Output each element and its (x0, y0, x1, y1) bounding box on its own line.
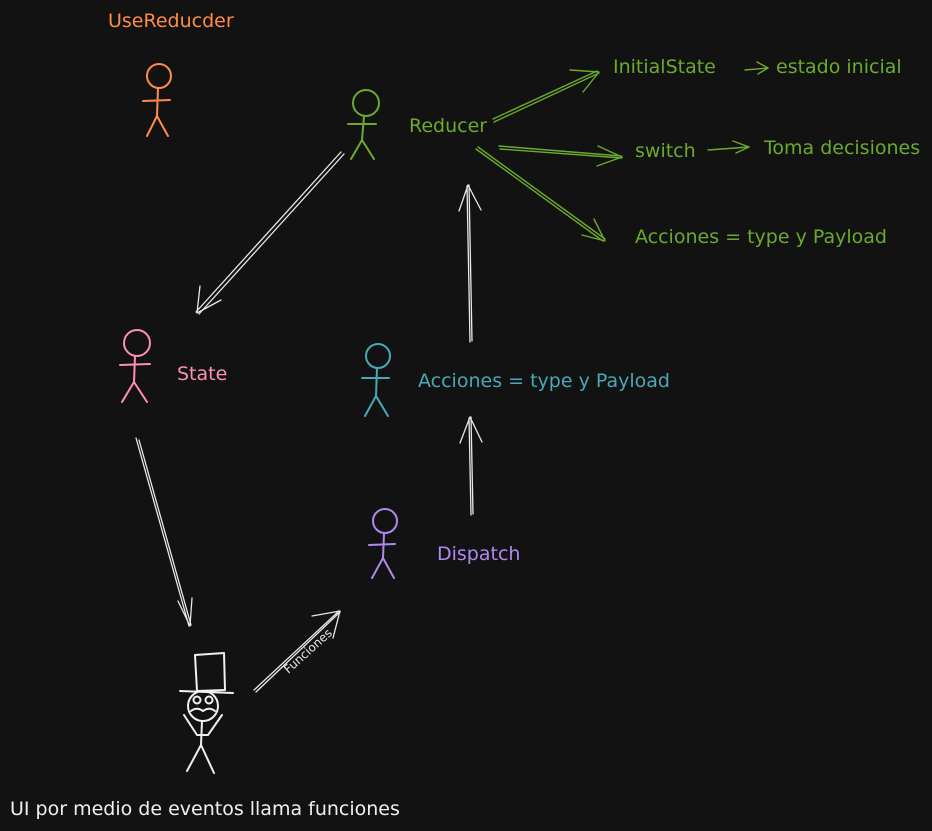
reducer-acciones-label: Acciones = type y Payload (635, 226, 887, 248)
actions-figure (361, 343, 391, 417)
reducer-detail-arrows (475, 61, 769, 242)
initialstate-meaning: estado inicial (776, 56, 902, 78)
dispatch-figure (368, 508, 398, 579)
actions-label: Acciones = type y Payload (418, 370, 670, 392)
initialstate-label: InitialState (613, 56, 716, 78)
arrow-dispatch-to-actions (468, 416, 474, 516)
diagram-title: UseReducder (108, 10, 234, 32)
arrow-reducer-to-state (195, 151, 345, 315)
ui-figure (179, 652, 234, 774)
switch-label: switch (635, 140, 696, 162)
ui-label: UI por medio de eventos llama funciones (10, 798, 400, 820)
reducer-label: Reducer (409, 115, 488, 137)
state-label: State (177, 363, 228, 385)
arrow-to-acciones (475, 146, 606, 242)
arrow-actions-to-reducer (466, 184, 473, 343)
switch-meaning: Toma decisiones (764, 137, 921, 159)
connector-arrows (135, 151, 483, 693)
arrow-ui-to-dispatch (253, 610, 341, 693)
arrow-to-initialstate (492, 70, 600, 123)
arrow-state-to-ui (135, 437, 192, 627)
usereducer-figure (142, 63, 172, 137)
arrow-switch-to-meaning (707, 146, 750, 151)
arrow-to-switch (498, 145, 623, 159)
state-figure (119, 329, 151, 403)
dispatch-label: Dispatch (437, 543, 521, 565)
arrow-initialstate-to-meaning (744, 67, 769, 71)
reducer-figure (347, 89, 380, 160)
